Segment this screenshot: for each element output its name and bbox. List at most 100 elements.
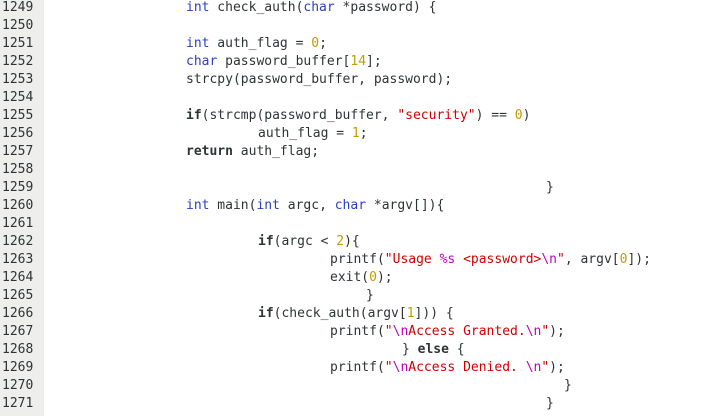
line-number: 1253 xyxy=(2,72,34,87)
code-token-plain: ) == xyxy=(475,108,515,123)
code-token-plain: auth_flag = xyxy=(258,126,352,141)
code-token-plain: } xyxy=(546,180,554,195)
code-line[interactable]: 1253 strcpy(password_buffer, password); xyxy=(0,71,701,89)
line-number: 1271 xyxy=(2,396,34,411)
code-text: if(check_auth(argv[1])) { xyxy=(258,305,454,323)
code-text: printf("\nAccess Denied. \n"); xyxy=(330,359,565,377)
code-token-plain: { xyxy=(448,342,465,357)
code-line[interactable]: 1271} xyxy=(0,395,701,413)
code-token-num: 1 xyxy=(351,126,360,141)
code-token-plain: check_auth( xyxy=(209,0,304,15)
code-token-plain: strcpy(password_buffer, password); xyxy=(186,72,453,87)
code-token-num: 0 xyxy=(619,252,628,267)
code-token-type: int xyxy=(186,198,210,213)
code-token-str: " xyxy=(384,360,393,375)
code-text: printf("Usage %s <password>\n", argv[0])… xyxy=(330,251,651,269)
code-line[interactable]: 1256 auth_flag = 1; xyxy=(0,125,701,143)
code-token-plain: ])) { xyxy=(414,306,454,321)
code-token-plain: ); xyxy=(376,270,393,285)
code-token-plain: } xyxy=(366,288,374,303)
code-token-plain: ) xyxy=(522,108,531,123)
code-token-plain: ); xyxy=(549,360,565,375)
line-number: 1270 xyxy=(2,378,34,393)
code-text: } xyxy=(564,377,572,395)
code-line[interactable]: 1257 return auth_flag; xyxy=(0,143,701,161)
code-token-str: "Usage xyxy=(384,252,440,267)
line-number: 1257 xyxy=(2,144,34,159)
code-line[interactable]: 1268} else { xyxy=(0,341,701,359)
line-number: 1254 xyxy=(2,90,34,105)
code-token-plain: printf( xyxy=(330,324,385,339)
code-token-num: 0 xyxy=(369,270,377,285)
code-token-plain: *password) { xyxy=(334,0,437,15)
code-token-str: " xyxy=(541,360,550,375)
code-token-str: <password> xyxy=(455,252,542,267)
code-text: } xyxy=(546,395,554,413)
code-token-str: "security" xyxy=(397,108,476,123)
line-number: 1260 xyxy=(2,198,34,213)
code-token-esc: \n xyxy=(392,360,409,375)
code-token-type: int xyxy=(256,198,280,213)
code-token-esc: \n xyxy=(392,324,409,339)
code-line[interactable]: 1262 if(argc < 2){ xyxy=(0,233,701,251)
code-token-type: char xyxy=(303,0,335,15)
code-token-plain: auth_flag; xyxy=(232,144,320,159)
line-number: 1252 xyxy=(2,54,34,69)
code-line[interactable]: 1251 int auth_flag = 0; xyxy=(0,35,701,53)
code-token-esc: \n xyxy=(525,360,542,375)
line-number: 1255 xyxy=(2,108,34,123)
code-token-plain: } xyxy=(402,342,418,357)
code-line[interactable]: 1269 printf("\nAccess Denied. \n"); xyxy=(0,359,701,377)
code-token-plain: ; xyxy=(359,126,368,141)
code-token-kw: if xyxy=(258,306,274,321)
code-token-plain: (strcmp(password_buffer, xyxy=(201,108,398,123)
code-line[interactable]: 1265} xyxy=(0,287,701,305)
code-line[interactable]: 1260 int main(int argc, char *argv[]){ xyxy=(0,197,701,215)
code-line[interactable]: 1270} xyxy=(0,377,701,395)
code-text: int main(int argc, char *argv[]){ xyxy=(186,197,444,215)
code-token-num: 14 xyxy=(350,54,367,69)
code-line[interactable]: 1259} xyxy=(0,179,701,197)
line-number: 1256 xyxy=(2,126,34,141)
code-text: if(argc < 2){ xyxy=(258,233,360,251)
code-token-str: " xyxy=(557,252,565,267)
code-line[interactable]: 1261 xyxy=(0,215,701,233)
code-line[interactable]: 1250 xyxy=(0,17,701,35)
code-text: int check_auth(char *password) { xyxy=(186,0,436,17)
code-token-plain: printf( xyxy=(330,252,385,267)
line-number: 1261 xyxy=(2,216,34,231)
line-number: 1266 xyxy=(2,306,34,321)
code-text: } xyxy=(546,179,554,197)
code-token-num: 0 xyxy=(311,36,320,51)
line-number: 1259 xyxy=(2,180,34,195)
code-token-kw: return xyxy=(186,144,233,159)
code-token-plain: } xyxy=(546,396,554,411)
code-token-esc: %s xyxy=(439,252,456,267)
code-line[interactable]: 1258 xyxy=(0,161,701,179)
code-line[interactable]: 1254 xyxy=(0,89,701,107)
line-number: 1262 xyxy=(2,234,34,249)
line-number: 1269 xyxy=(2,360,34,375)
code-token-str: Access Granted. xyxy=(408,324,526,339)
code-token-plain: } xyxy=(564,378,572,393)
code-token-esc: \n xyxy=(541,252,557,267)
code-token-num: 2 xyxy=(336,234,345,249)
code-token-type: char xyxy=(186,54,218,69)
code-token-plain: main( xyxy=(209,198,257,213)
code-token-plain: password_buffer[ xyxy=(217,54,351,69)
line-number: 1263 xyxy=(2,252,34,267)
code-text: int auth_flag = 0; xyxy=(186,35,327,53)
line-number: 1251 xyxy=(2,36,34,51)
code-token-type: int xyxy=(186,0,210,15)
code-token-num: 1 xyxy=(406,306,415,321)
code-token-plain: printf( xyxy=(330,360,385,375)
code-token-esc: \n xyxy=(525,324,542,339)
code-line[interactable]: 1266 if(check_auth(argv[1])) { xyxy=(0,305,701,323)
